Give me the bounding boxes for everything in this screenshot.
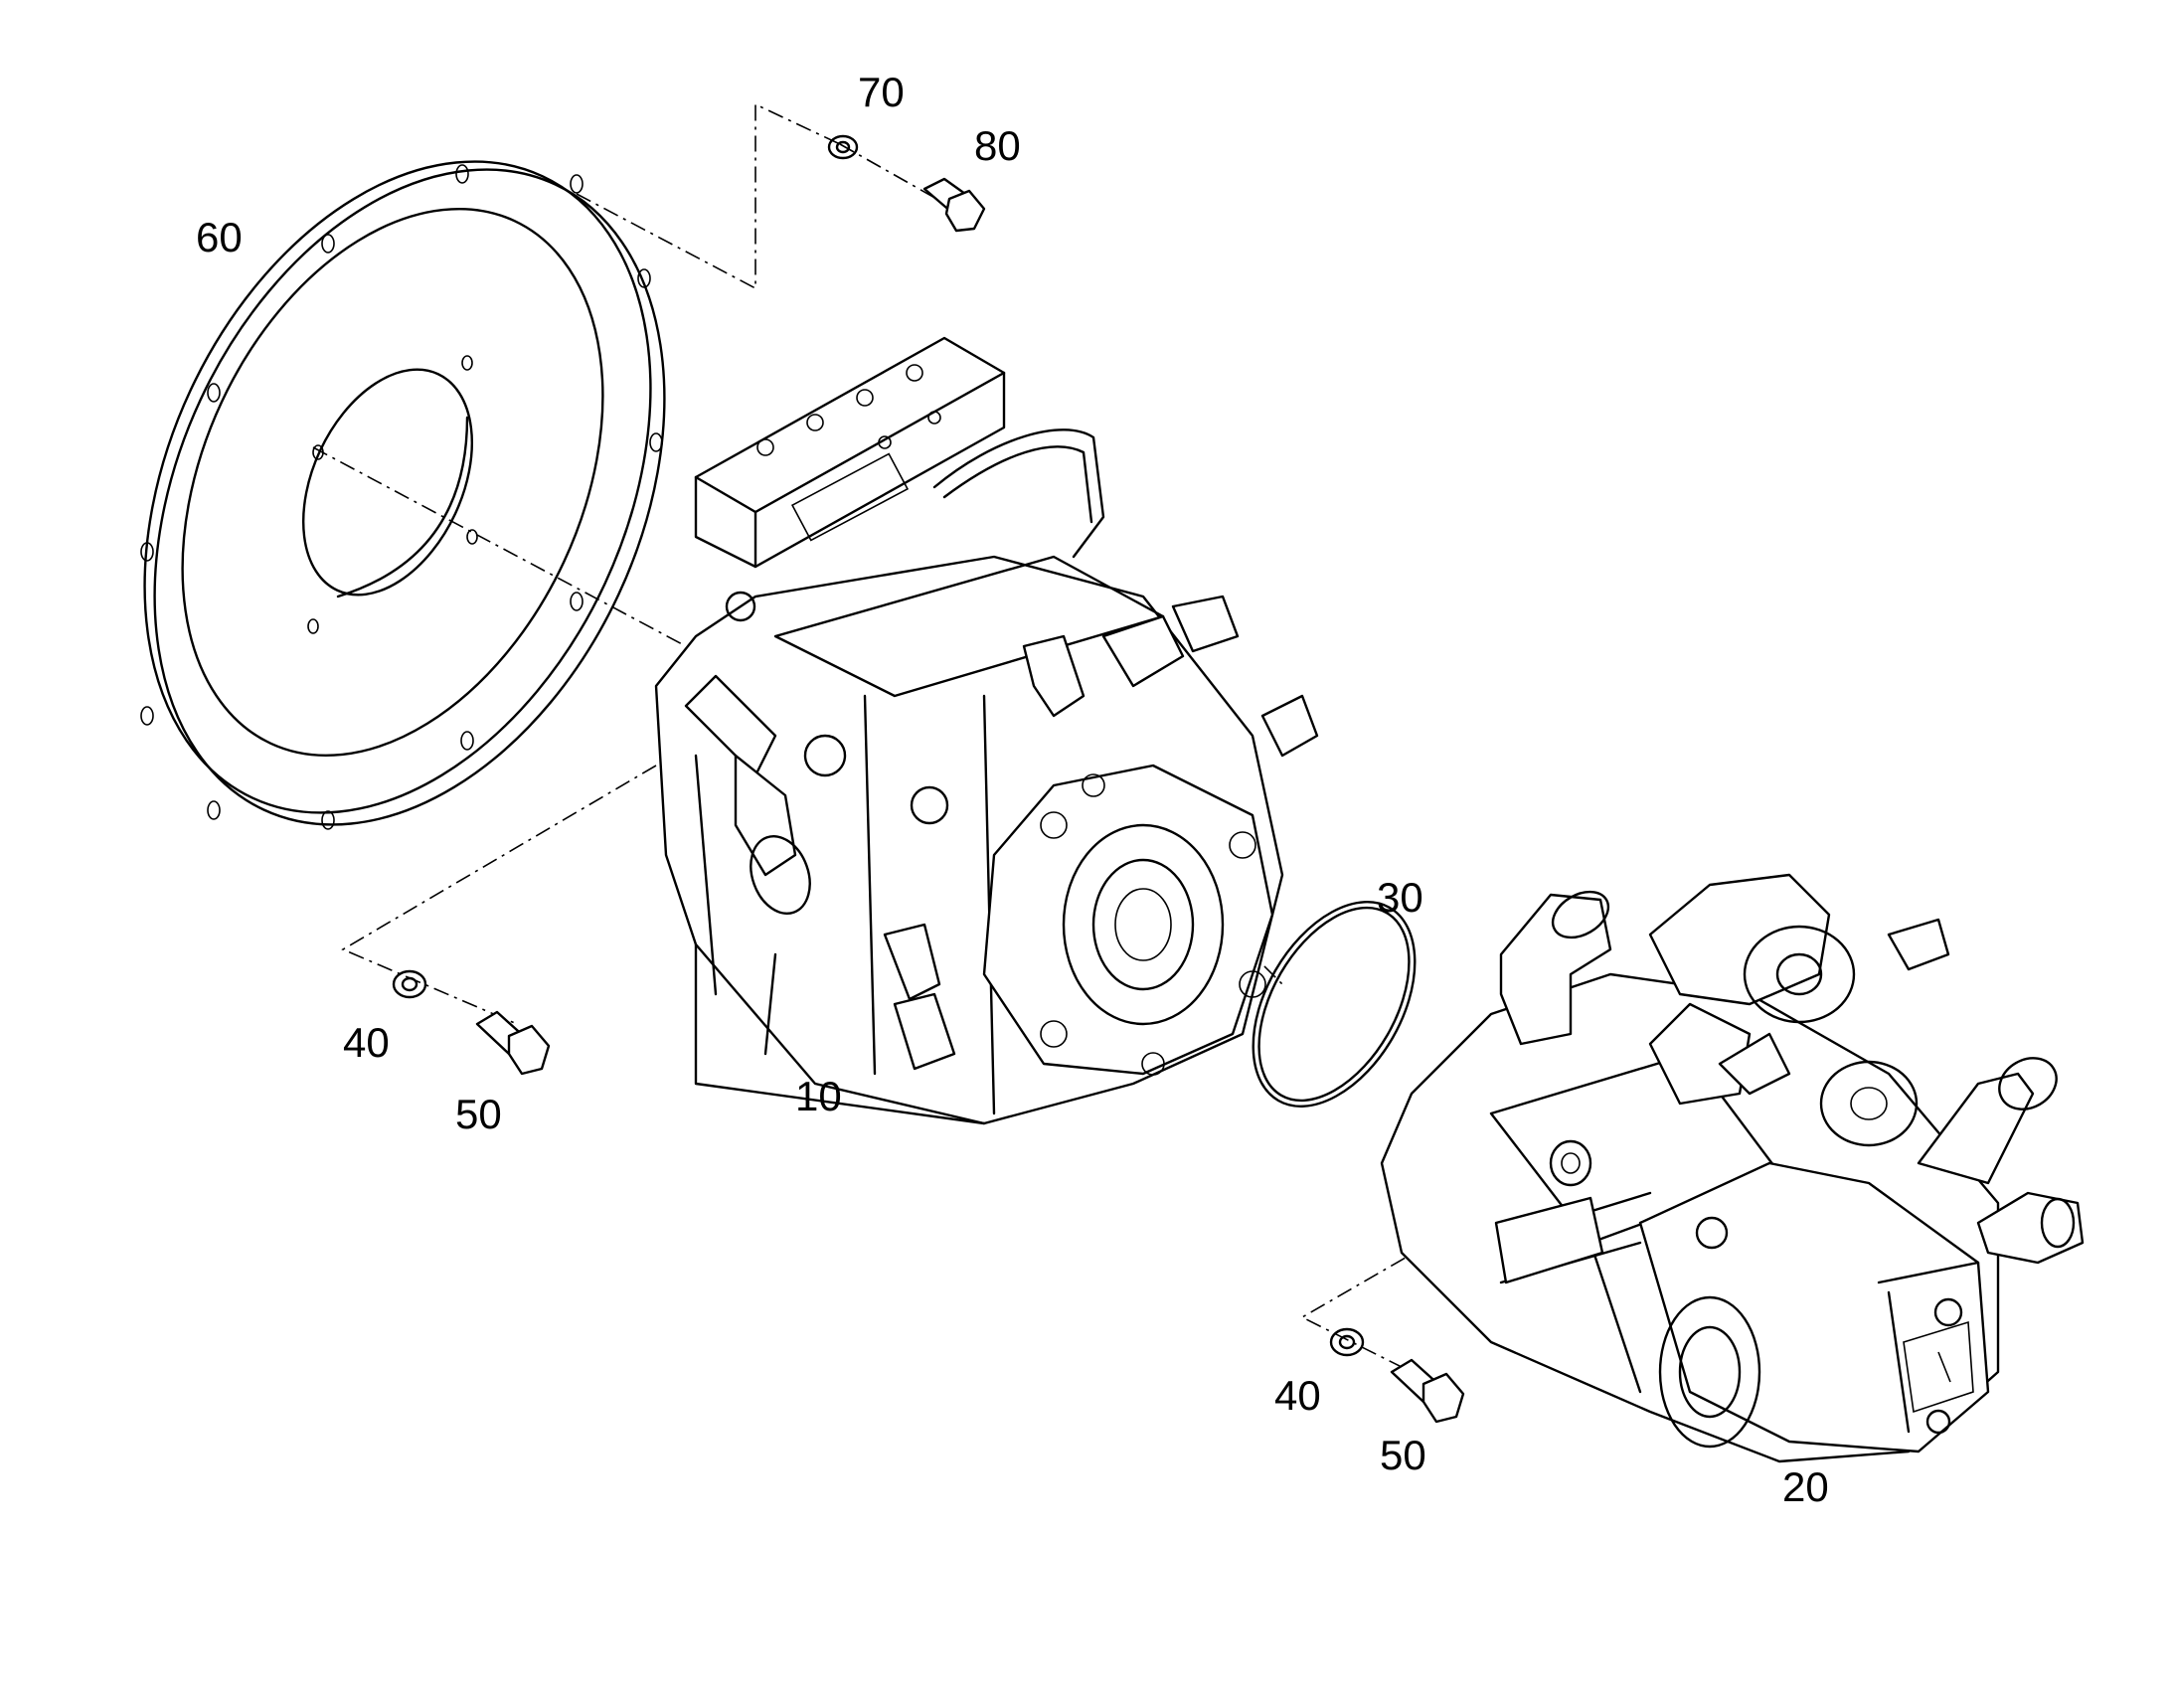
bolt-50-right [1390,1358,1465,1424]
o-ring-30 [1252,901,1417,1108]
flange-plate-60 [140,160,666,830]
washer-40-left [392,969,427,999]
callout-70: 70 [858,69,905,115]
callout-20: 20 [1782,1463,1829,1510]
bolt-80 [922,177,986,233]
washer-40-right [1329,1327,1365,1357]
callout-40-left: 40 [343,1019,390,1066]
washer-70 [827,134,859,160]
callout-40-right: 40 [1274,1372,1321,1419]
callout-80: 80 [974,122,1021,169]
callout-50-right: 50 [1380,1432,1426,1478]
pump-20 [1380,873,2085,1463]
callout-50-left: 50 [455,1091,502,1137]
callout-10: 10 [795,1073,842,1119]
bolt-50-left [475,1010,551,1076]
callout-60: 60 [196,214,243,260]
callout-30: 30 [1377,874,1423,921]
pump-10 [654,336,1319,1125]
